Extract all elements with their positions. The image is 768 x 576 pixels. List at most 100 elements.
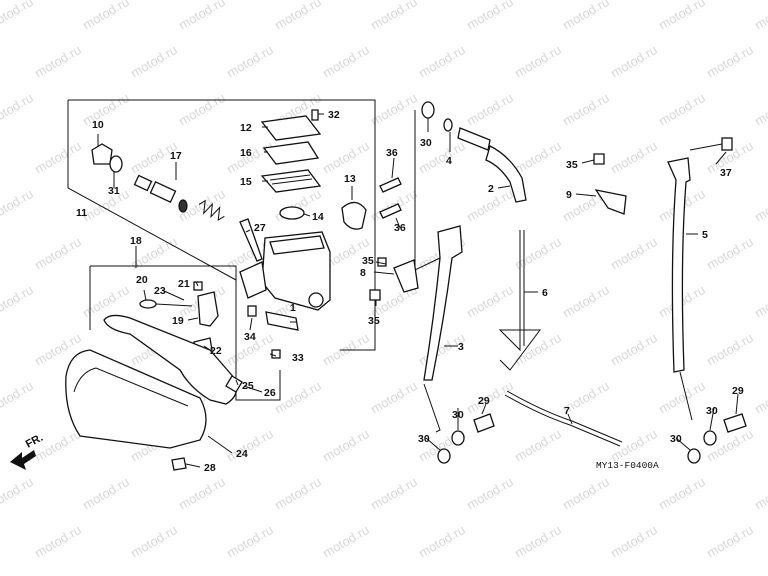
watermark-text: motod.ru [176, 90, 228, 129]
callout-19: 19 [172, 315, 184, 327]
watermark-text: motod.ru [752, 90, 768, 129]
callout-30-right-lower: 30 [670, 433, 682, 445]
watermark-text: motod.ru [80, 282, 132, 321]
switch-screw-33 [271, 349, 281, 359]
watermark-text: motod.ru [656, 0, 708, 33]
leader-lines [97, 113, 739, 468]
callout-labels: 1 2 3 4 5 6 7 8 9 10 11 12 13 14 15 16 1… [76, 109, 744, 474]
watermark-layer: motod.ru motod.ru motod.ru motod.ru motod.ru… [0, 0, 768, 561]
bolt-37-head [721, 137, 733, 151]
watermark-text: motod.ru [704, 330, 756, 369]
callout-28: 28 [204, 462, 216, 474]
master-cylinder-holder [341, 201, 367, 230]
watermark-text: motod.ru [416, 42, 468, 81]
callout-3: 3 [458, 341, 464, 353]
watermark-text: motod.ru [368, 0, 420, 33]
watermark-text: motod.ru [32, 426, 84, 465]
master-cylinder-group-box-left [67, 100, 237, 281]
holder-bolt [239, 218, 263, 262]
watermark-text: motod.ru [272, 0, 324, 33]
callout-6: 6 [542, 287, 548, 299]
clamp-mount [239, 261, 267, 299]
callout-8: 8 [360, 267, 366, 279]
lower-washer-left-2 [451, 430, 465, 446]
callout-27: 27 [254, 222, 266, 234]
watermark-text: motod.ru [560, 0, 612, 33]
callout-11: 11 [76, 207, 87, 219]
callout-5: 5 [702, 229, 708, 241]
watermark-text: motod.ru [224, 522, 276, 561]
callout-37: 37 [720, 167, 732, 179]
lower-washer-right-2 [703, 430, 717, 446]
brake-hose-7 [504, 394, 621, 447]
watermark-text: motod.ru [464, 282, 516, 321]
piston [149, 181, 177, 203]
hose-5-lower [679, 371, 693, 421]
callout-35-mid: 35 [362, 255, 374, 267]
callout-30-right-upper: 30 [706, 405, 718, 417]
watermark-text: motod.ru [224, 426, 276, 465]
boot [91, 143, 113, 165]
diaphragm-ribs [269, 174, 313, 185]
cap-plate [262, 141, 320, 165]
watermark-text: motod.ru [32, 138, 84, 177]
lower-bolt-right [723, 413, 747, 433]
watermark-text: motod.ru [752, 282, 768, 321]
watermark-text: motod.ru [704, 234, 756, 273]
watermark-text: motod.ru [656, 474, 708, 513]
callout-16: 16 [240, 147, 252, 159]
watermark-text: motod.ru [464, 0, 516, 33]
watermark-text: motod.ru [608, 426, 660, 465]
watermark-text: motod.ru [320, 330, 372, 369]
callout-7: 7 [564, 405, 570, 417]
brake-hose-joint [485, 145, 527, 203]
brake-hose-3 [423, 225, 463, 381]
lower-washer-right [687, 448, 701, 464]
banjo-port [308, 292, 324, 308]
lower-washer-left [437, 448, 451, 464]
callout-33: 33 [292, 352, 304, 364]
reservoir-top [269, 235, 325, 255]
lever-spring [225, 375, 243, 393]
watermark-text: motod.ru [608, 234, 660, 273]
callout-36-lower: 36 [394, 222, 406, 234]
watermark-text: motod.ru [320, 42, 372, 81]
brake-switch [265, 311, 299, 331]
watermark-text: motod.ru [512, 426, 564, 465]
callout-9: 9 [566, 189, 572, 201]
parts-layer [65, 99, 747, 471]
clamp-bolt-35-upper [377, 257, 387, 267]
master-cylinder-group-box [68, 99, 376, 351]
callout-17: 17 [170, 150, 182, 162]
switch-screw [247, 305, 257, 317]
watermark-text: motod.ru [80, 474, 132, 513]
watermark-text: motod.ru [464, 90, 516, 129]
callout-32: 32 [328, 109, 340, 121]
callout-23: 23 [154, 285, 166, 297]
callout-31: 31 [108, 185, 120, 197]
callout-15: 15 [240, 176, 252, 188]
lower-bolt-left [473, 413, 495, 433]
callout-14: 14 [312, 211, 324, 223]
callout-24: 24 [236, 448, 248, 460]
watermark-text: motod.ru [176, 0, 228, 33]
knuckle-guard-edge [73, 367, 189, 407]
watermark-text: motod.ru [320, 426, 372, 465]
watermark-text: motod.ru [704, 522, 756, 561]
callout-34: 34 [244, 331, 256, 343]
callout-35-low: 35 [368, 315, 380, 327]
lever-group-box [90, 265, 281, 401]
watermark-text: motod.ru [80, 90, 132, 129]
watermark-text: motod.ru [608, 522, 660, 561]
callout-10: 10 [92, 119, 104, 131]
watermark-text: motod.ru [752, 474, 768, 513]
watermark-text: motod.ru [320, 522, 372, 561]
callout-20: 20 [136, 274, 148, 286]
watermark-text: motod.ru [32, 522, 84, 561]
brake-lever [103, 314, 238, 405]
watermark-text: motod.ru [512, 42, 564, 81]
hose-clamp-8 [393, 259, 419, 293]
watermark-text: motod.ru [560, 474, 612, 513]
brake-pipe [498, 230, 541, 371]
watermark-text: motod.ru [368, 90, 420, 129]
